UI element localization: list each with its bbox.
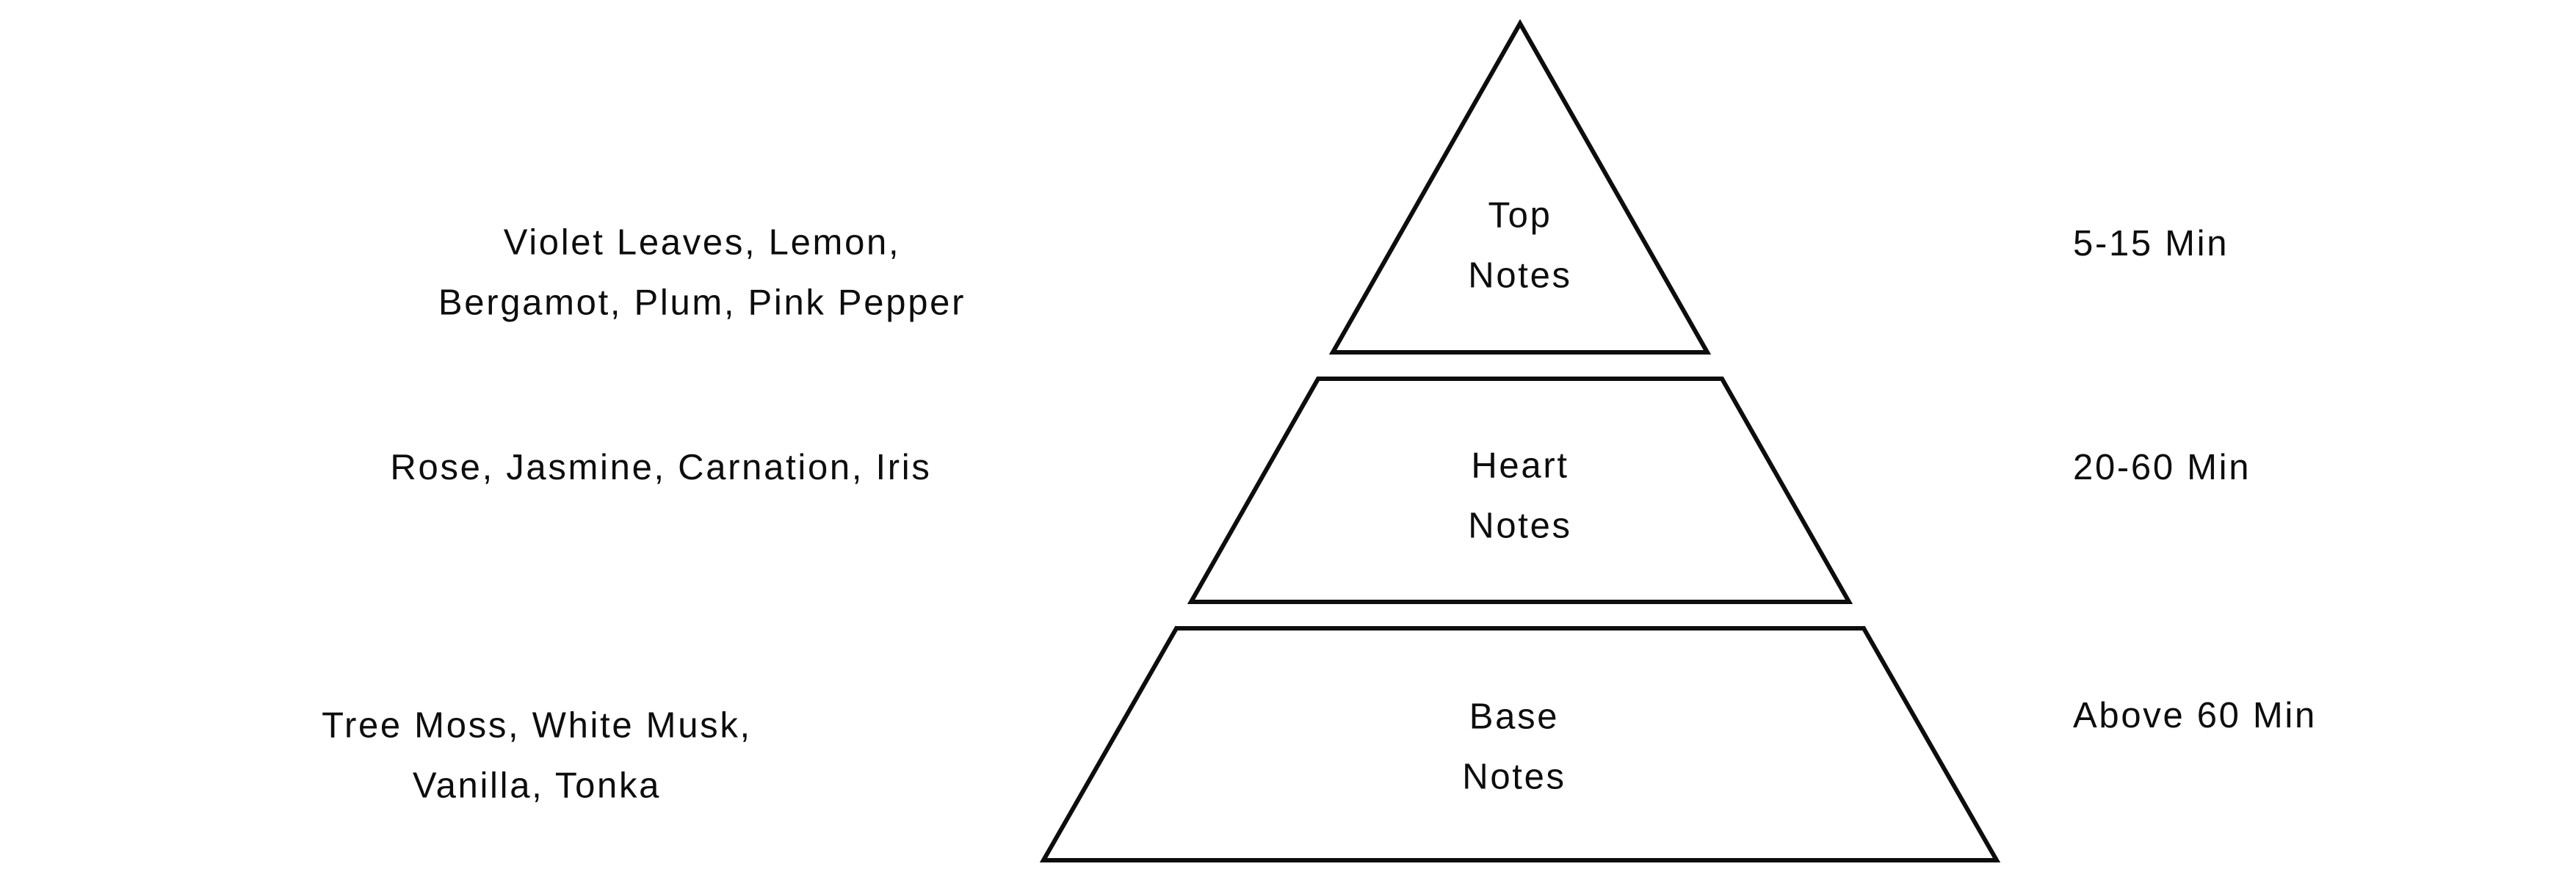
base-notes-trapezoid-shape: [1039, 626, 2001, 862]
base-notes-duration: Above 60 Min: [2073, 695, 2317, 735]
heart-notes-duration: 20-60 Min: [2073, 447, 2251, 487]
top-notes-label: Top Notes: [1468, 195, 1572, 296]
top-notes-triangle-shape: [1328, 18, 1712, 355]
base-notes-ingredients: Tree Moss, White Musk, Vanilla, Tonka: [322, 705, 752, 806]
top-notes-ingredients: Violet Leaves, Lemon, Bergamot, Plum, Pi…: [438, 222, 966, 323]
heart-notes-label: Heart Notes: [1468, 446, 1572, 546]
heart-notes-trapezoid-shape: [1187, 377, 1853, 604]
heart-notes-ingredients: Rose, Jasmine, Carnation, Iris: [390, 447, 932, 487]
top-notes-duration: 5-15 Min: [2073, 223, 2229, 264]
base-notes-label: Base Notes: [1462, 697, 1566, 797]
